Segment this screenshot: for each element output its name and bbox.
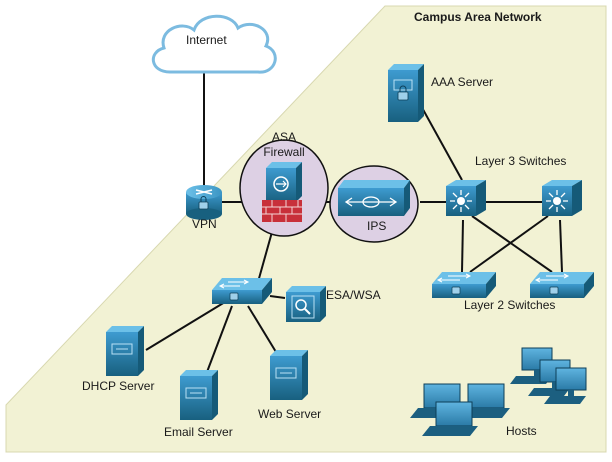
firewall-appliance-icon <box>266 168 296 202</box>
esa-wsa-appliance-icon <box>286 286 326 322</box>
ips-label: IPS <box>367 219 387 233</box>
link-aaa-l3 <box>419 103 463 181</box>
email-server-icon <box>180 370 218 420</box>
layer3-switch-a-icon <box>446 180 486 216</box>
layer2-switch-b-icon <box>530 272 594 298</box>
dmz-switch-icon <box>212 278 272 304</box>
diagram-title: Campus Area Network <box>414 10 542 24</box>
link-l3a-l2b <box>471 215 553 273</box>
dhcp-server-label: DHCP Server <box>82 379 155 393</box>
layer2-switches-label: Layer 2 Switches <box>464 298 556 312</box>
vpn-router-icon <box>186 185 222 220</box>
laptop-icon <box>422 401 478 436</box>
link-sw-esa <box>269 295 286 299</box>
link-l3b-l2a <box>469 215 549 273</box>
link-sw-email <box>206 305 233 373</box>
aaa-server-label: AAA Server <box>431 75 494 89</box>
asa-label-line1: ASA <box>271 130 296 144</box>
desktop-pc-icon <box>544 367 587 404</box>
aaa-server-icon <box>388 64 424 122</box>
internet-label: Internet <box>186 33 227 47</box>
link-l3a-l2a <box>461 219 464 273</box>
link-l3b-l2b <box>559 219 563 273</box>
asa-label-line2: Firewall <box>263 145 305 159</box>
link-sw-dhcp <box>145 301 226 351</box>
asa-firewall-group <box>239 139 329 237</box>
ips-group <box>329 165 419 243</box>
link-firewall-sw <box>257 231 273 283</box>
layer2-switch-a-icon <box>432 272 496 298</box>
web-server-label: Web Server <box>258 407 322 421</box>
vpn-label: VPN <box>192 217 217 231</box>
web-server-icon <box>270 350 308 400</box>
dhcp-server-icon <box>106 326 144 376</box>
esa-wsa-label: ESA/WSA <box>326 288 381 302</box>
email-server-label: Email Server <box>164 425 233 439</box>
hosts-desktops-icon <box>510 347 587 404</box>
layer3-switches-label: Layer 3 Switches <box>475 154 567 168</box>
hosts-laptops-icon <box>410 383 510 436</box>
link-sw-web <box>247 305 277 353</box>
internet-cloud-icon <box>152 14 277 74</box>
brick-wall-icon <box>262 200 302 222</box>
hosts-label: Hosts <box>506 424 537 438</box>
layer3-switch-b-icon <box>542 180 582 216</box>
